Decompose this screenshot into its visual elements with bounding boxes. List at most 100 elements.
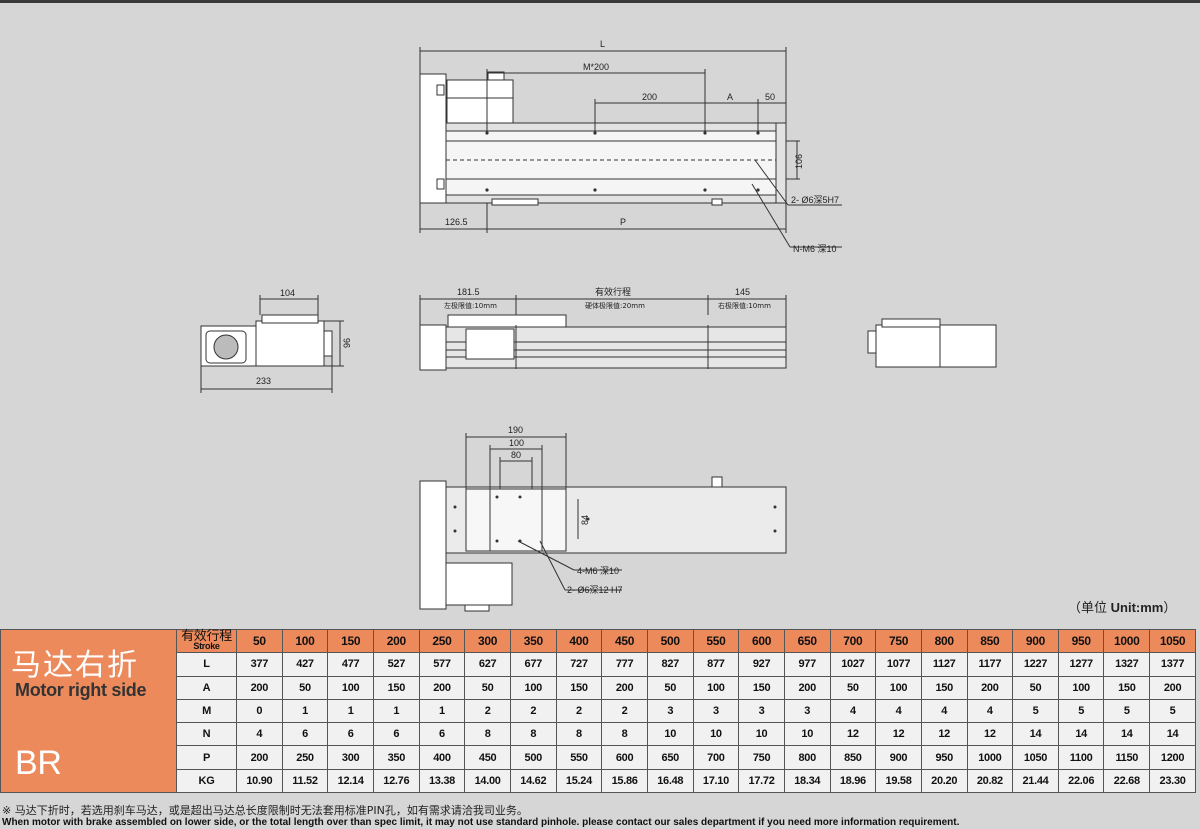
table-cell: 850: [829, 745, 877, 770]
stroke-value: 450: [601, 628, 648, 654]
table-cell: 100: [875, 675, 922, 700]
table-cell: 877: [692, 652, 740, 677]
table-cell: 550: [555, 745, 603, 770]
dim-100: 100: [509, 438, 524, 448]
dim-126-5: 126.5: [445, 217, 468, 227]
table-cell: 977: [783, 652, 831, 677]
table-cell: 150: [555, 675, 603, 700]
table-cell: 15.86: [601, 768, 648, 794]
table-cell: 1150: [1103, 745, 1151, 770]
table-cell: 1200: [1149, 745, 1196, 770]
stroke-value: 250: [418, 628, 466, 654]
table-cell: 22.06: [1057, 768, 1105, 794]
table-cell: 200: [1149, 675, 1196, 700]
table-cell: 50: [281, 675, 329, 700]
table-cell: 6: [372, 722, 420, 747]
table-cell: 14: [1103, 722, 1151, 747]
table-cell: 12.76: [372, 768, 420, 794]
table-cell: 15.24: [555, 768, 603, 794]
table-cell: 2: [509, 698, 557, 724]
table-cell: 14.00: [464, 768, 511, 794]
table-cell: 577: [418, 652, 466, 677]
bottom-view: [419, 433, 787, 612]
table-cell: 100: [1057, 675, 1105, 700]
stroke-value: 650: [783, 628, 831, 654]
table-cell: 377: [236, 652, 283, 677]
stroke-value: 800: [920, 628, 968, 654]
table-cell: 427: [281, 652, 329, 677]
hard-limit-label: 硬体极限值:20mm: [585, 301, 645, 310]
table-cell: 2: [464, 698, 511, 724]
table-cell: 10.90: [236, 768, 283, 794]
table-cell: 5: [1149, 698, 1196, 724]
table-cell: 1050: [1012, 745, 1059, 770]
table-cell: 200: [418, 675, 466, 700]
top-border: [0, 0, 1200, 3]
table-cell: 21.44: [1012, 768, 1059, 794]
table-cell: 10: [646, 722, 694, 747]
table-cell: 20.20: [920, 768, 968, 794]
dim-84: 84: [580, 515, 590, 525]
stroke-value: 100: [281, 628, 329, 654]
hole-callout-2: N-M6 深10: [793, 244, 837, 254]
table-cell: 727: [555, 652, 603, 677]
table-cell: 500: [509, 745, 557, 770]
table-cell: 3: [646, 698, 694, 724]
stroke-value: 750: [875, 628, 922, 654]
dim-50: 50: [765, 92, 775, 102]
table-cell: 12: [920, 722, 968, 747]
table-cell: 600: [601, 745, 648, 770]
table-cell: 450: [464, 745, 511, 770]
dim-106: 106: [794, 154, 804, 169]
left-limit-label: 左极限值:10mm: [444, 301, 497, 310]
table-cell: 50: [829, 675, 877, 700]
table-cell: 400: [418, 745, 466, 770]
table-cell: 12: [829, 722, 877, 747]
table-cell: 8: [601, 722, 648, 747]
row-label: M: [176, 698, 237, 724]
table-cell: 2: [601, 698, 648, 724]
table-cell: 800: [783, 745, 831, 770]
table-cell: 10: [783, 722, 831, 747]
table-cell: 11.52: [281, 768, 329, 794]
model-name-en: Motor right side: [15, 680, 147, 700]
table-cell: 13.38: [418, 768, 466, 794]
table-cell: 4: [966, 698, 1014, 724]
table-cell: 4: [236, 722, 283, 747]
table-cell: 100: [327, 675, 374, 700]
table-cell: 200: [236, 745, 283, 770]
table-cell: 650: [646, 745, 694, 770]
table-cell: 4: [829, 698, 877, 724]
table-cell: 950: [920, 745, 968, 770]
table-cell: 1377: [1149, 652, 1196, 677]
side-view-right: [867, 318, 997, 368]
unit-note: （单位 Unit:mm）: [1068, 600, 1177, 615]
right-limit-label: 右极限值:10mm: [718, 301, 771, 310]
table-cell: 1027: [829, 652, 877, 677]
table-cell: 6: [418, 722, 466, 747]
stroke-value: 1050: [1149, 628, 1196, 654]
table-cell: 3: [692, 698, 740, 724]
stroke-value: 200: [372, 628, 420, 654]
table-cell: 8: [555, 722, 603, 747]
table-cell: 1227: [1012, 652, 1059, 677]
table-cell: 777: [601, 652, 648, 677]
dim-233: 233: [256, 376, 271, 386]
table-cell: 4: [920, 698, 968, 724]
table-cell: 100: [692, 675, 740, 700]
table-cell: 900: [875, 745, 922, 770]
table-cell: 19.58: [875, 768, 922, 794]
stroke-value: 850: [966, 628, 1014, 654]
table-cell: 14.62: [509, 768, 557, 794]
table-cell: 4: [875, 698, 922, 724]
stroke-value: 700: [829, 628, 877, 654]
table-cell: 22.68: [1103, 768, 1151, 794]
table-cell: 1: [281, 698, 329, 724]
table-cell: 677: [509, 652, 557, 677]
table-cell: 18.34: [783, 768, 831, 794]
